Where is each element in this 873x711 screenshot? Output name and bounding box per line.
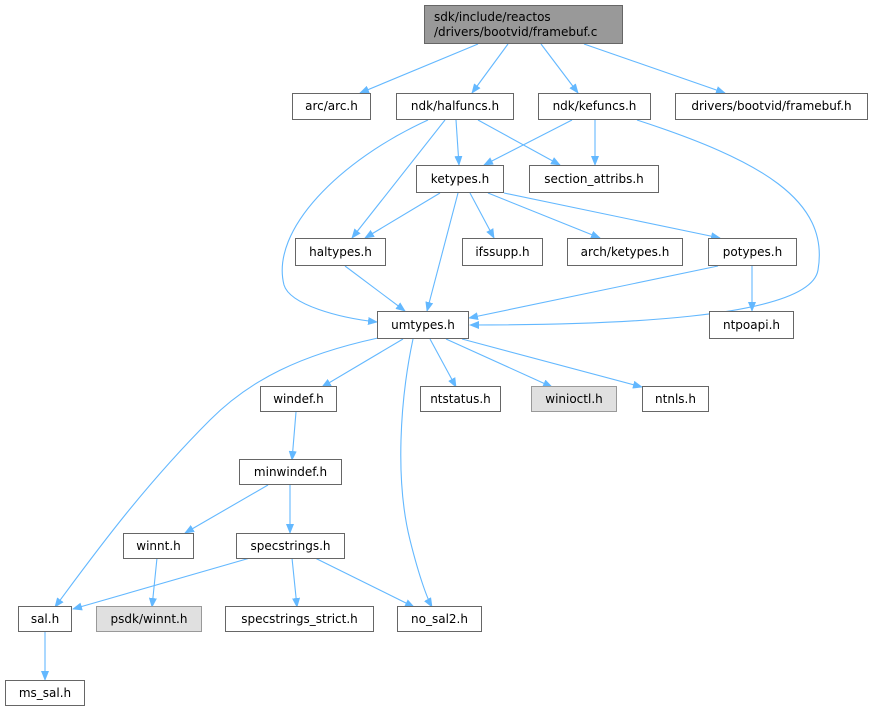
node-umtypes[interactable]: umtypes.h [377, 311, 469, 339]
edge-halfuncs-umtypes [281, 119, 429, 326]
edge-root-arc [359, 43, 479, 94]
edge-kefuncs-umtypes [469, 119, 820, 329]
edge-root-halfuncs [471, 43, 509, 94]
edge-haltypes-umtypes [344, 265, 406, 312]
node-sal[interactable]: sal.h [18, 606, 72, 632]
edge-specstrings-strict [291, 557, 301, 608]
node-winnt[interactable]: winnt.h [123, 533, 194, 559]
node-ntpoapi[interactable]: ntpoapi.h [709, 311, 794, 339]
node-minwindef[interactable]: minwindef.h [239, 459, 342, 485]
node-ntnls[interactable]: ntnls.h [642, 386, 709, 412]
root-label-line2: /drivers/bootvid/framebuf.c [434, 24, 598, 39]
node-ifssupp[interactable]: ifssupp.h [462, 238, 543, 266]
node-specstrings-strict[interactable]: specstrings_strict.h [225, 606, 374, 632]
node-ms-sal[interactable]: ms_sal.h [5, 680, 85, 706]
node-ntstatus[interactable]: ntstatus.h [420, 386, 501, 412]
node-psdk-winnt[interactable]: psdk/winnt.h [96, 606, 202, 632]
edge-winnt-psdk-winnt [148, 557, 158, 608]
edge-minwindef-winnt [184, 484, 269, 534]
edge-halfuncs-section [477, 119, 561, 166]
edge-ketypes-potypes [503, 192, 721, 241]
edge-ketypes-haltypes [364, 192, 441, 239]
edge-ketypes-arch-ketypes [487, 192, 601, 239]
node-no-sal2[interactable]: no_sal2.h [397, 606, 482, 632]
edge-umtypes-ntnls [461, 338, 643, 389]
edge-kefuncs-ketypes [483, 119, 573, 166]
node-halfuncs[interactable]: ndk/halfuncs.h [396, 93, 514, 120]
node-specstrings[interactable]: specstrings.h [236, 533, 345, 559]
edge-root-kefuncs [540, 43, 579, 94]
node-winioctl[interactable]: winioctl.h [531, 386, 617, 412]
node-arc[interactable]: arc/arc.h [292, 93, 371, 120]
node-haltypes[interactable]: haltypes.h [295, 238, 386, 266]
edge-ketypes-umtypes [425, 192, 459, 312]
edge-windef-minwindef [288, 411, 297, 461]
node-potypes[interactable]: potypes.h [708, 238, 797, 266]
edge-umtypes-windef [321, 338, 404, 388]
node-section-attribs[interactable]: section_attribs.h [529, 165, 659, 193]
edge-halfuncs-ketypes [454, 119, 463, 166]
edge-umtypes-no-sal2 [400, 338, 433, 608]
node-root-framebuf-c[interactable]: sdk/include/reactos /drivers/bootvid/fra… [424, 5, 623, 44]
node-windef[interactable]: windef.h [260, 386, 337, 412]
node-ketypes[interactable]: ketypes.h [416, 165, 504, 193]
node-kefuncs[interactable]: ndk/kefuncs.h [538, 93, 651, 120]
edge-umtypes-sal [54, 337, 379, 608]
root-label-line1: sdk/include/reactos [434, 9, 551, 24]
edge-umtypes-ntstatus [429, 338, 457, 388]
edge-root-framebuf-h [583, 43, 726, 94]
node-framebuf-h[interactable]: drivers/bootvid/framebuf.h [675, 93, 868, 120]
edge-specstrings-no-sal2 [314, 557, 415, 608]
node-arch-ketypes[interactable]: arch/ketypes.h [567, 238, 683, 266]
edge-specstrings-sal [72, 557, 251, 611]
edge-potypes-umtypes [468, 265, 719, 321]
edge-halfuncs-haltypes [351, 119, 446, 239]
edge-umtypes-winioctl [445, 338, 553, 388]
edge-ketypes-ifssupp [469, 192, 495, 239]
